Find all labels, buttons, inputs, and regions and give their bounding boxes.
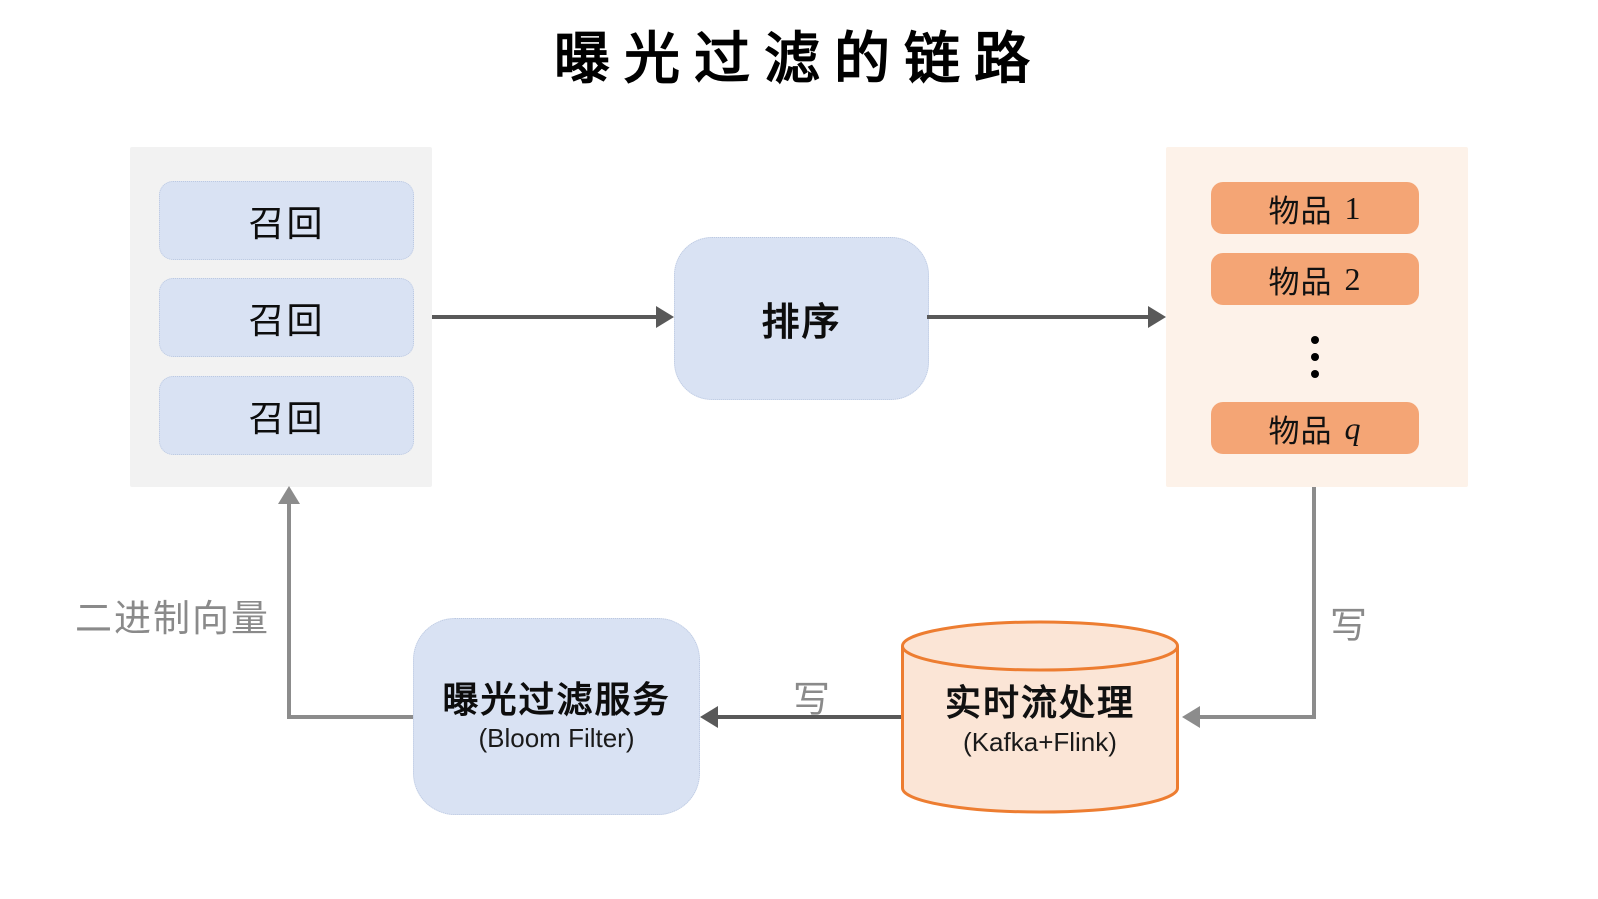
item-box-2-label: 物品 [1268, 264, 1333, 300]
edge-items-to-stream-head-icon [1182, 706, 1200, 728]
arrow-rank-to-items-line [927, 315, 1150, 319]
edge-items-to-stream-vline [1312, 487, 1316, 717]
item-box-1: 物品 1 [1211, 182, 1419, 234]
recall-box-3: 召回 [159, 376, 414, 455]
arrow-recall-to-rank-line [432, 315, 658, 319]
recall-box-3-label: 召回 [248, 397, 325, 439]
vertical-ellipsis-icon [1311, 336, 1319, 378]
binary-vector-label: 二进制向量 [75, 598, 270, 639]
recall-box-2: 召回 [159, 278, 414, 357]
filter-service-sublabel: (Bloom Filter) [478, 723, 635, 754]
arrow-stream-to-service-line [716, 715, 901, 719]
stream-db-sublabel: (Kafka+Flink) [963, 726, 1117, 757]
diagram-title: 曝光过滤的链路 [554, 29, 1044, 91]
item-box-2-index: 2 [1344, 260, 1362, 297]
edge-service-to-recall-vline [287, 489, 291, 719]
rank-box-label: 排序 [761, 302, 842, 344]
edge-service-to-recall-hline [287, 715, 413, 719]
write-label-right: 写 [1330, 605, 1369, 646]
stream-db-label: 实时流处理 [944, 682, 1135, 724]
item-box-q-label: 物品 [1268, 413, 1333, 449]
recall-box-2-label: 召回 [248, 299, 325, 341]
item-box-1-index: 1 [1344, 189, 1362, 226]
edge-service-to-recall-head-icon [278, 486, 300, 504]
write-label-middle: 写 [793, 679, 832, 720]
edge-items-to-stream-hline [1198, 715, 1316, 719]
database-cylinder-icon [901, 620, 1179, 814]
recall-box-1: 召回 [159, 181, 414, 260]
filter-service-label: 曝光过滤服务 [442, 678, 671, 720]
item-box-q: 物品 q [1211, 402, 1419, 454]
arrow-stream-to-service-head-icon [700, 706, 718, 728]
item-box-2: 物品 2 [1211, 253, 1419, 305]
recall-box-1-label: 召回 [248, 202, 325, 244]
item-box-q-index: q [1344, 409, 1362, 446]
rank-box: 排序 [674, 237, 929, 400]
arrow-rank-to-items-head-icon [1148, 306, 1166, 328]
stream-db-box: 实时流处理 (Kafka+Flink) [901, 620, 1179, 814]
filter-service-box: 曝光过滤服务 (Bloom Filter) [413, 618, 700, 815]
arrow-recall-to-rank-head-icon [656, 306, 674, 328]
item-box-1-label: 物品 [1268, 193, 1333, 229]
